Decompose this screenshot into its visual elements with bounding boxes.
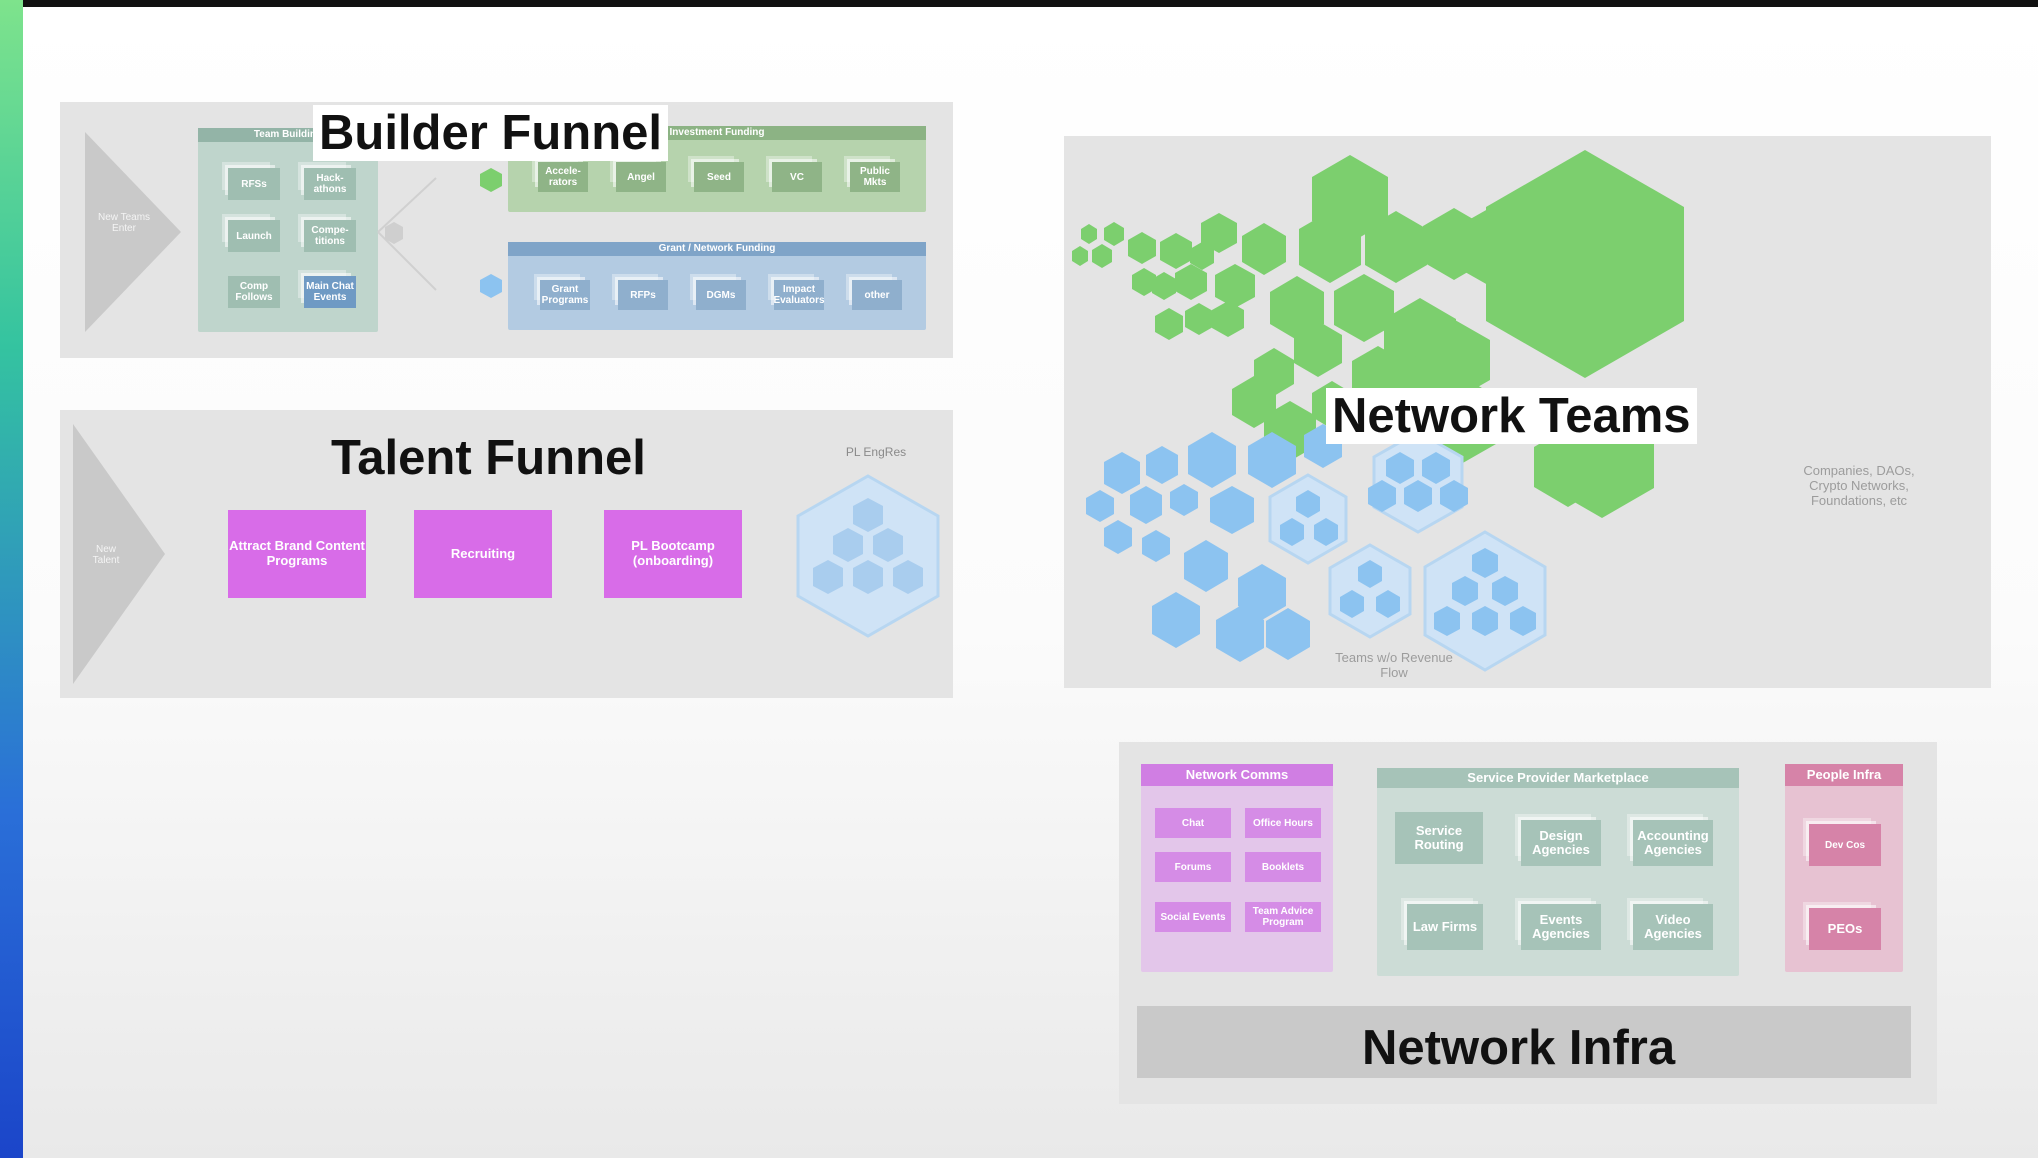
comms-item: Team Advice Program xyxy=(1245,902,1321,932)
team-item: Launch xyxy=(228,220,280,252)
left-gradient-bar xyxy=(0,0,23,1158)
marketplace-item: Law Firms xyxy=(1407,904,1483,950)
team-item: RFSs xyxy=(228,168,280,200)
people-item: Dev Cos xyxy=(1809,824,1881,866)
network-teams-title: Network Teams xyxy=(1326,388,1697,445)
builder-connectors xyxy=(377,168,502,298)
builder-funnel-title: Builder Funnel xyxy=(313,105,668,162)
engres-label: PL EngRes xyxy=(845,445,907,459)
team-item: Comp Follows xyxy=(228,276,280,308)
network-infra-bar xyxy=(1137,1006,1911,1078)
investment-item: Accele-rators xyxy=(538,162,588,192)
grant-funding-header: Grant / Network Funding xyxy=(508,242,926,256)
grant-funding-group: Grant / Network Funding Grant Programs R… xyxy=(508,242,926,330)
comms-item: Booklets xyxy=(1245,852,1321,882)
network-comms-header: Network Comms xyxy=(1141,764,1333,786)
service-marketplace-header: Service Provider Marketplace xyxy=(1377,768,1739,788)
network-infra-title: Network Infra xyxy=(1362,1021,1676,1075)
comms-item: Forums xyxy=(1155,852,1231,882)
talent-entry-label: New Talent xyxy=(92,544,120,566)
comms-item: Office Hours xyxy=(1245,808,1321,838)
grant-item: Impact Evaluators xyxy=(773,280,825,310)
marketplace-item: Accounting Agencies xyxy=(1633,820,1713,866)
talent-funnel-arrow xyxy=(73,424,165,684)
comms-item: Chat xyxy=(1155,808,1231,838)
grant-item: Grant Programs xyxy=(540,280,590,310)
talent-funnel-title: Talent Funnel xyxy=(331,431,646,485)
people-infra-header: People Infra xyxy=(1785,764,1903,786)
marketplace-item: Design Agencies xyxy=(1521,820,1601,866)
investment-item: Public Mkts xyxy=(850,162,900,192)
talent-step-recruiting: Recruiting xyxy=(414,510,552,598)
companies-note: Companies, DAOs, Crypto Networks, Founda… xyxy=(1803,463,1915,508)
investment-item: VC xyxy=(772,162,822,192)
network-teams-hex-field xyxy=(1072,150,1684,672)
comms-item: Social Events xyxy=(1155,902,1231,932)
marketplace-item: Video Agencies xyxy=(1633,904,1713,950)
service-marketplace-group: Service Provider Marketplace Service Rou… xyxy=(1377,768,1739,976)
builder-funnel-arrow xyxy=(85,132,181,332)
marketplace-item: Events Agencies xyxy=(1521,904,1601,950)
teams-revenue-note: Teams w/o Revenue Flow xyxy=(1335,650,1453,680)
grant-item: DGMs xyxy=(696,280,746,310)
people-item: PEOs xyxy=(1809,908,1881,950)
engres-hex-cluster xyxy=(796,474,940,638)
talent-step-bootcamp: PL Bootcamp (onboarding) xyxy=(604,510,742,598)
team-item: Hack-athons xyxy=(304,168,356,200)
grant-item: other xyxy=(852,280,902,310)
top-edge-bar xyxy=(0,0,2038,7)
team-item: Main Chat Events xyxy=(304,276,356,308)
network-comms-group: Network Comms Chat Office Hours Forums B… xyxy=(1141,764,1333,972)
builder-entry-label: New Teams Enter xyxy=(97,212,151,234)
network-infra-panel: Network Comms Chat Office Hours Forums B… xyxy=(1119,742,1937,1104)
network-teams-panel: Companies, DAOs, Crypto Networks, Founda… xyxy=(1064,136,1991,688)
grant-item: RFPs xyxy=(618,280,668,310)
team-item: Compe-titions xyxy=(304,220,356,252)
talent-step-attract: Attract Brand Content Programs xyxy=(228,510,366,598)
people-infra-group: People Infra Dev Cos PEOs xyxy=(1785,764,1903,972)
investment-item: Angel xyxy=(616,162,666,192)
talent-funnel-panel: New Talent Attract Brand Content Program… xyxy=(60,410,953,698)
investment-item: Seed xyxy=(694,162,744,192)
marketplace-item: Service Routing xyxy=(1395,812,1483,864)
